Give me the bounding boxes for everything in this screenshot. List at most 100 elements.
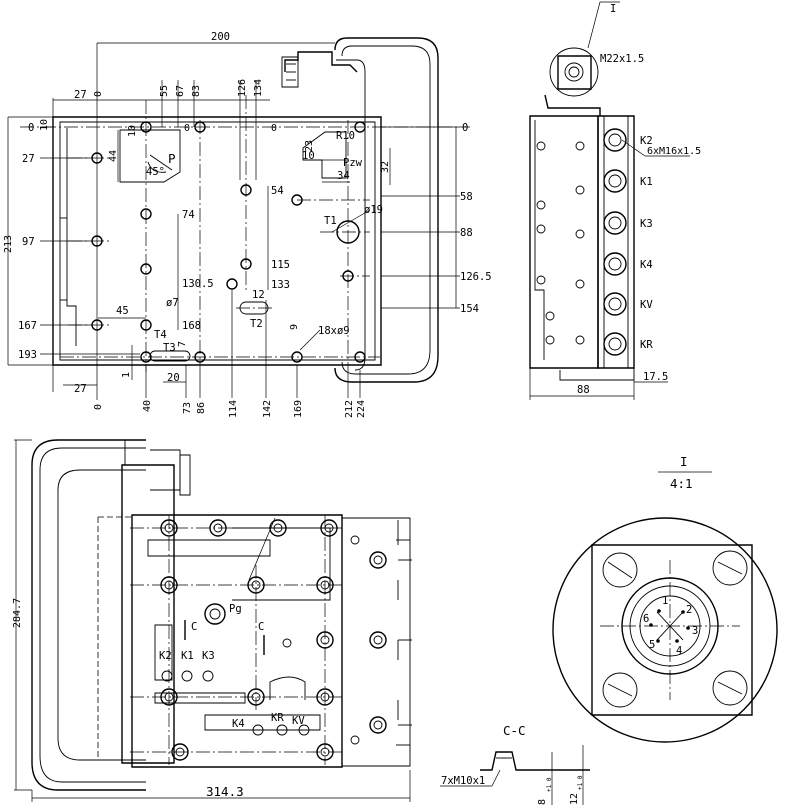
bottom-dim-224: 224 <box>356 400 367 418</box>
label-t3: T3 <box>163 342 176 354</box>
label-kv: KV <box>292 715 305 727</box>
label-c-left: C <box>191 621 197 633</box>
dim-18-o9: 18xø9 <box>318 325 350 337</box>
bottom-dim-114: 114 <box>228 400 239 418</box>
label-pg: Pg <box>229 603 242 615</box>
dim-32: 32 <box>380 161 391 173</box>
pin-3: 3 <box>692 625 698 637</box>
dim-133: 133 <box>271 279 290 291</box>
top-dim-200: 200 <box>211 31 230 43</box>
dim-115: 115 <box>271 259 290 271</box>
top-dim-83: 83 <box>191 85 202 97</box>
dim-34: 34 <box>337 170 350 182</box>
dim-10b: 10 <box>127 125 138 137</box>
port-k3: K3 <box>640 218 653 230</box>
section-cc: C-C 7xM10x1 8 +1 0 12 +1 0 <box>440 723 590 805</box>
dim-74: 74 <box>182 209 195 221</box>
label-pzw: Pzw <box>343 157 363 169</box>
port-k4: K4 <box>640 259 653 271</box>
pin-5: 5 <box>649 639 655 651</box>
dim-r10: R10 <box>336 130 355 142</box>
dim-54: 54 <box>271 185 284 197</box>
dim-12: 12 <box>252 289 265 301</box>
dim-o19: ø19 <box>364 204 383 216</box>
dim-o7: ø7 <box>166 297 179 309</box>
detail-scale: 4:1 <box>670 476 693 491</box>
label-k1: K1 <box>181 650 194 662</box>
bottom-dim-212: 212 <box>344 400 355 418</box>
left-dim-167: 167 <box>18 320 37 332</box>
right-dim-154: 154 <box>460 303 479 315</box>
top-view: 200 27 0 55 67 83 126 134 0 27 97 167 19… <box>3 31 492 418</box>
thread-m22: M22x1.5 <box>600 53 644 65</box>
dim-44: 44 <box>108 150 119 162</box>
bottom-dim-0: 0 <box>93 404 104 410</box>
left-dim-193: 193 <box>18 349 37 361</box>
section-dim-12-tol: +1 0 <box>577 775 584 790</box>
bottom-dim-169: 169 <box>293 400 304 418</box>
right-dim-88: 88 <box>460 227 473 239</box>
dim-7: 7 <box>177 341 188 347</box>
port-kr: KR <box>640 339 653 351</box>
bottom-view: Pg C C K2 K1 K3 K4 KR KV 284.7 314.3 <box>12 440 412 802</box>
top-dim-27a: 27 <box>74 89 87 101</box>
label-k3: K3 <box>202 650 215 662</box>
side-view: I M22x1.5 K2 6xM16x1.5 K1 K3 <box>530 2 701 400</box>
dim-45: 45 <box>116 305 129 317</box>
bottom-dim-142: 142 <box>262 400 273 418</box>
angle-45: 45° <box>146 166 165 178</box>
label-t4: T4 <box>154 329 167 341</box>
label-c-right: C <box>258 621 264 633</box>
label-t2: T2 <box>250 318 263 330</box>
label-p: P <box>168 151 176 166</box>
section-dim-12: 12 <box>569 793 580 805</box>
dim-0-hole2: 0 <box>271 123 277 134</box>
dim-1: 1 <box>121 372 132 378</box>
port-k2: K2 <box>640 135 653 147</box>
top-dim-0a: 0 <box>93 91 104 97</box>
right-dim-126-5: 126.5 <box>460 271 492 283</box>
detail-i: I 4:1 1 2 3 4 5 6 <box>553 454 777 742</box>
label-kr: KR <box>271 712 284 724</box>
port-k1: K1 <box>640 176 653 188</box>
pin-1: 1 <box>662 595 668 607</box>
pin-6: 6 <box>643 613 649 625</box>
top-dim-67: 67 <box>175 85 186 97</box>
section-title: C-C <box>503 723 526 738</box>
section-thread: 7xM10x1 <box>441 775 485 787</box>
left-dim-27: 27 <box>22 153 35 165</box>
side-offset: 17.5 <box>643 371 668 383</box>
dim-10a: 10 <box>39 119 50 131</box>
pin-4: 4 <box>676 645 682 657</box>
label-t1: T1 <box>324 215 337 227</box>
section-dim-8: 8 <box>537 799 548 805</box>
section-dim-8-tol: +1 0 <box>546 777 553 792</box>
bottom-dim-27: 27 <box>74 383 87 395</box>
bottom-width: 314.3 <box>206 784 244 799</box>
left-dim-213: 213 <box>3 235 14 253</box>
side-ports <box>604 129 626 355</box>
pin-2: 2 <box>686 604 692 616</box>
label-k4: K4 <box>232 718 245 730</box>
dim-0-hole: 0 <box>184 123 190 134</box>
left-dim-97: 97 <box>22 236 35 248</box>
dim-168: 168 <box>182 320 201 332</box>
top-dim-55: 55 <box>159 85 170 97</box>
thread-m16: 6xM16x1.5 <box>647 146 701 157</box>
right-dim-58: 58 <box>460 191 473 203</box>
label-k2: K2 <box>159 650 172 662</box>
bottom-dim-73: 73 <box>182 402 193 414</box>
dim-130-5: 130.5 <box>182 278 214 290</box>
dim-10c: 10 <box>302 150 315 162</box>
bottom-dim-86: 86 <box>196 402 207 414</box>
callout-i: I <box>610 3 616 15</box>
dim-9: 9 <box>289 324 300 330</box>
side-width-88: 88 <box>577 384 590 396</box>
port-kv: KV <box>640 299 653 311</box>
top-dim-134: 134 <box>253 79 264 97</box>
detail-title: I <box>680 454 688 469</box>
dim-20: 20 <box>167 372 180 384</box>
right-dim-0: 0 <box>462 122 468 134</box>
bottom-dim-40: 40 <box>142 400 153 412</box>
